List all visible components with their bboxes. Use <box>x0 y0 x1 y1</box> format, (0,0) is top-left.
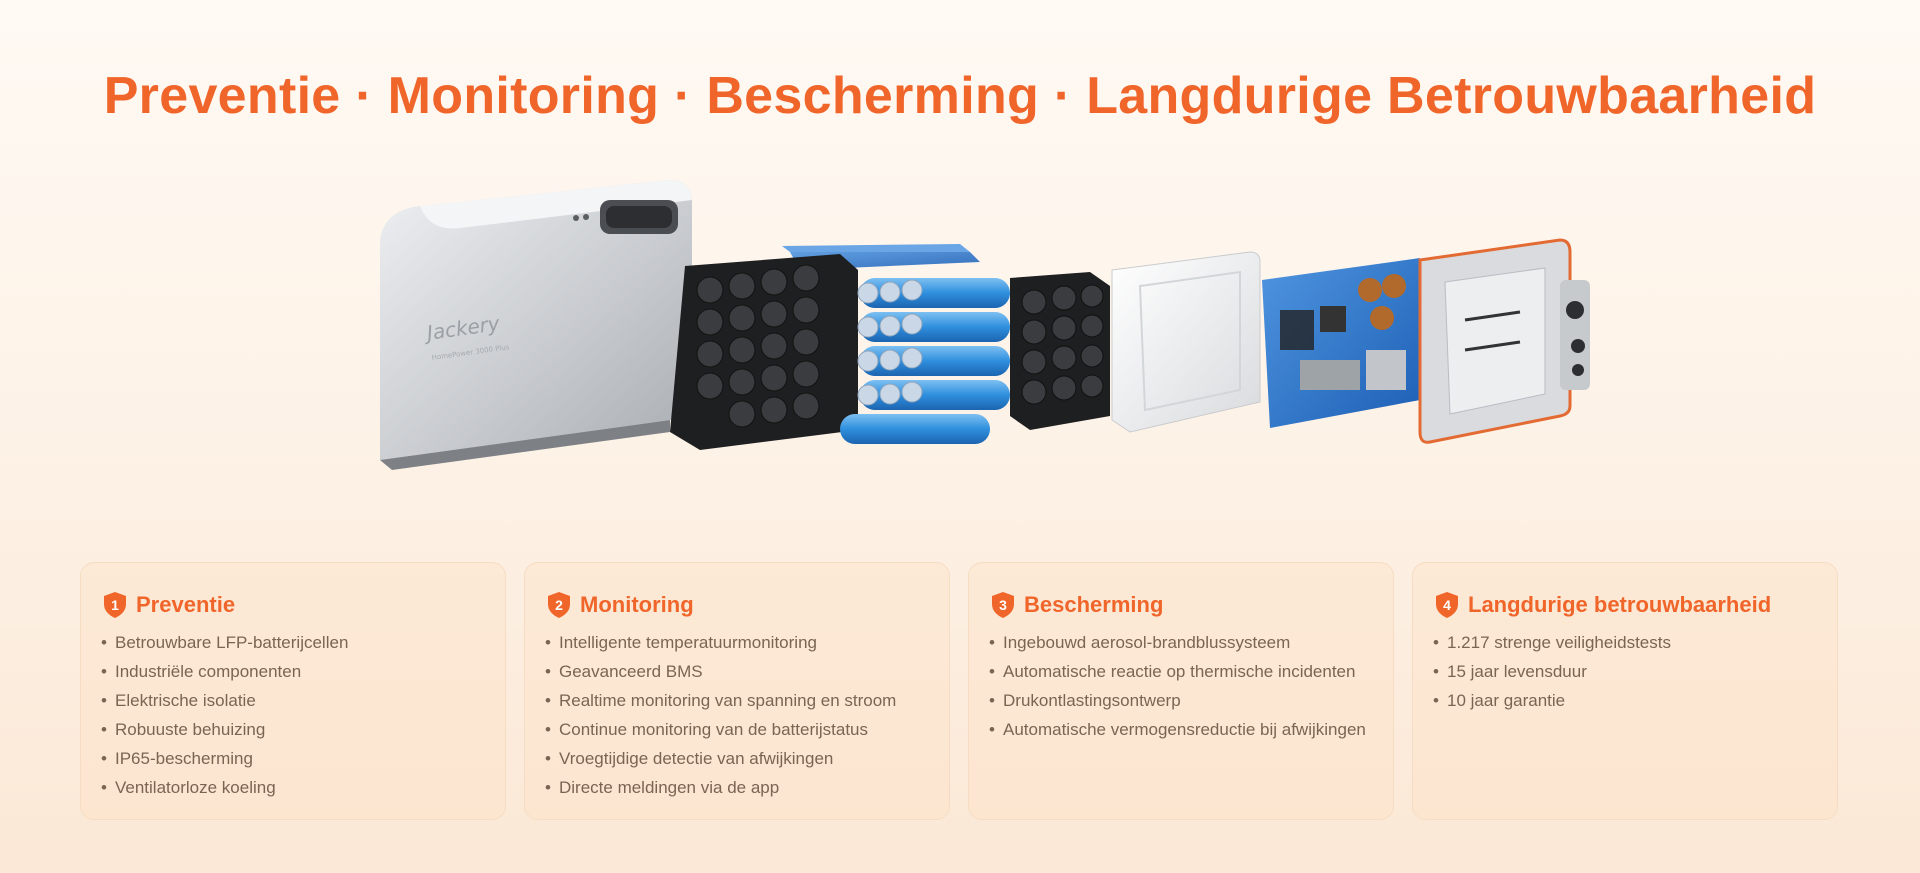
bms-circuit-board <box>1262 258 1420 428</box>
list-item: Industriële componenten <box>101 660 485 684</box>
insulation-cover <box>1111 251 1261 433</box>
list-item: Ingebouwd aerosol-brandblussysteem <box>989 631 1373 655</box>
cell-holder-rear <box>1010 272 1110 430</box>
card-title-label: Monitoring <box>580 592 694 617</box>
list-item: Continue monitoring van de batterijstatu… <box>545 718 929 742</box>
shield-2-icon: 2 <box>548 592 570 618</box>
card-title-label: Preventie <box>136 592 236 617</box>
inverter-housing <box>1418 238 1590 444</box>
list-item: Betrouwbare LFP-batterijcellen <box>101 631 485 655</box>
list-item: Intelligente temperatuurmonitoring <box>545 631 929 655</box>
list-item: Drukontlastingsontwerp <box>989 689 1373 713</box>
svg-text:4: 4 <box>1443 597 1451 613</box>
list-item: Automatische reactie op thermische incid… <box>989 660 1373 684</box>
card-langdurige-betrouwbaarheid: 4 Langdurige betrouwbaarheid 1.217 stren… <box>1412 562 1838 820</box>
svg-text:3: 3 <box>999 597 1007 613</box>
list-item: IP65-bescherming <box>101 747 485 771</box>
feature-cards: 1 Preventie Betrouwbare LFP-batterijcell… <box>80 562 1840 820</box>
list-item: Vroegtijdige detectie van afwijkingen <box>545 747 929 771</box>
shield-3-icon: 3 <box>992 592 1014 618</box>
list-item: Geavanceerd BMS <box>545 660 929 684</box>
battery-cells <box>840 278 1010 444</box>
list-item: Directe meldingen via de app <box>545 776 929 800</box>
list-item: 15 jaar levensduur <box>1433 660 1817 684</box>
card-title: 3 Bescherming <box>991 589 1373 621</box>
feature-list: Intelligente temperatuurmonitoring Geava… <box>545 631 929 800</box>
card-monitoring: 2 Monitoring Intelligente temperatuurmon… <box>524 562 950 820</box>
feature-list: Ingebouwd aerosol-brandblussysteem Autom… <box>989 631 1373 742</box>
svg-text:1: 1 <box>111 597 119 613</box>
shield-1-icon: 1 <box>104 592 126 618</box>
card-title: 1 Preventie <box>103 589 485 621</box>
list-item: Elektrische isolatie <box>101 689 485 713</box>
battery-enclosure: Jackery HomePower 3000 Plus <box>380 180 692 470</box>
card-title: 4 Langdurige betrouwbaarheid <box>1435 589 1817 621</box>
feature-list: Betrouwbare LFP-batterijcellen Industrië… <box>101 631 485 800</box>
card-title: 2 Monitoring <box>547 589 929 621</box>
cell-holder-front <box>670 254 858 450</box>
list-item: Ventilatorloze koeling <box>101 776 485 800</box>
shield-4-icon: 4 <box>1436 592 1458 618</box>
list-item: Robuuste behuizing <box>101 718 485 742</box>
feature-list: 1.217 strenge veiligheidstests 15 jaar l… <box>1433 631 1817 713</box>
card-bescherming: 3 Bescherming Ingebouwd aerosol-brandblu… <box>968 562 1394 820</box>
card-title-label: Bescherming <box>1024 592 1164 617</box>
list-item: 10 jaar garantie <box>1433 689 1817 713</box>
page-headline: Preventie · Monitoring · Bescherming · L… <box>103 67 1817 125</box>
svg-text:2: 2 <box>555 597 563 613</box>
list-item: Realtime monitoring van spanning en stro… <box>545 689 929 713</box>
list-item: Automatische vermogensreductie bij afwij… <box>989 718 1373 742</box>
card-preventie: 1 Preventie Betrouwbare LFP-batterijcell… <box>80 562 506 820</box>
card-title-label: Langdurige betrouwbaarheid <box>1468 592 1772 617</box>
exploded-product-illustration: Jackery HomePower 3000 Plus <box>380 180 1590 470</box>
list-item: 1.217 strenge veiligheidstests <box>1433 631 1817 655</box>
